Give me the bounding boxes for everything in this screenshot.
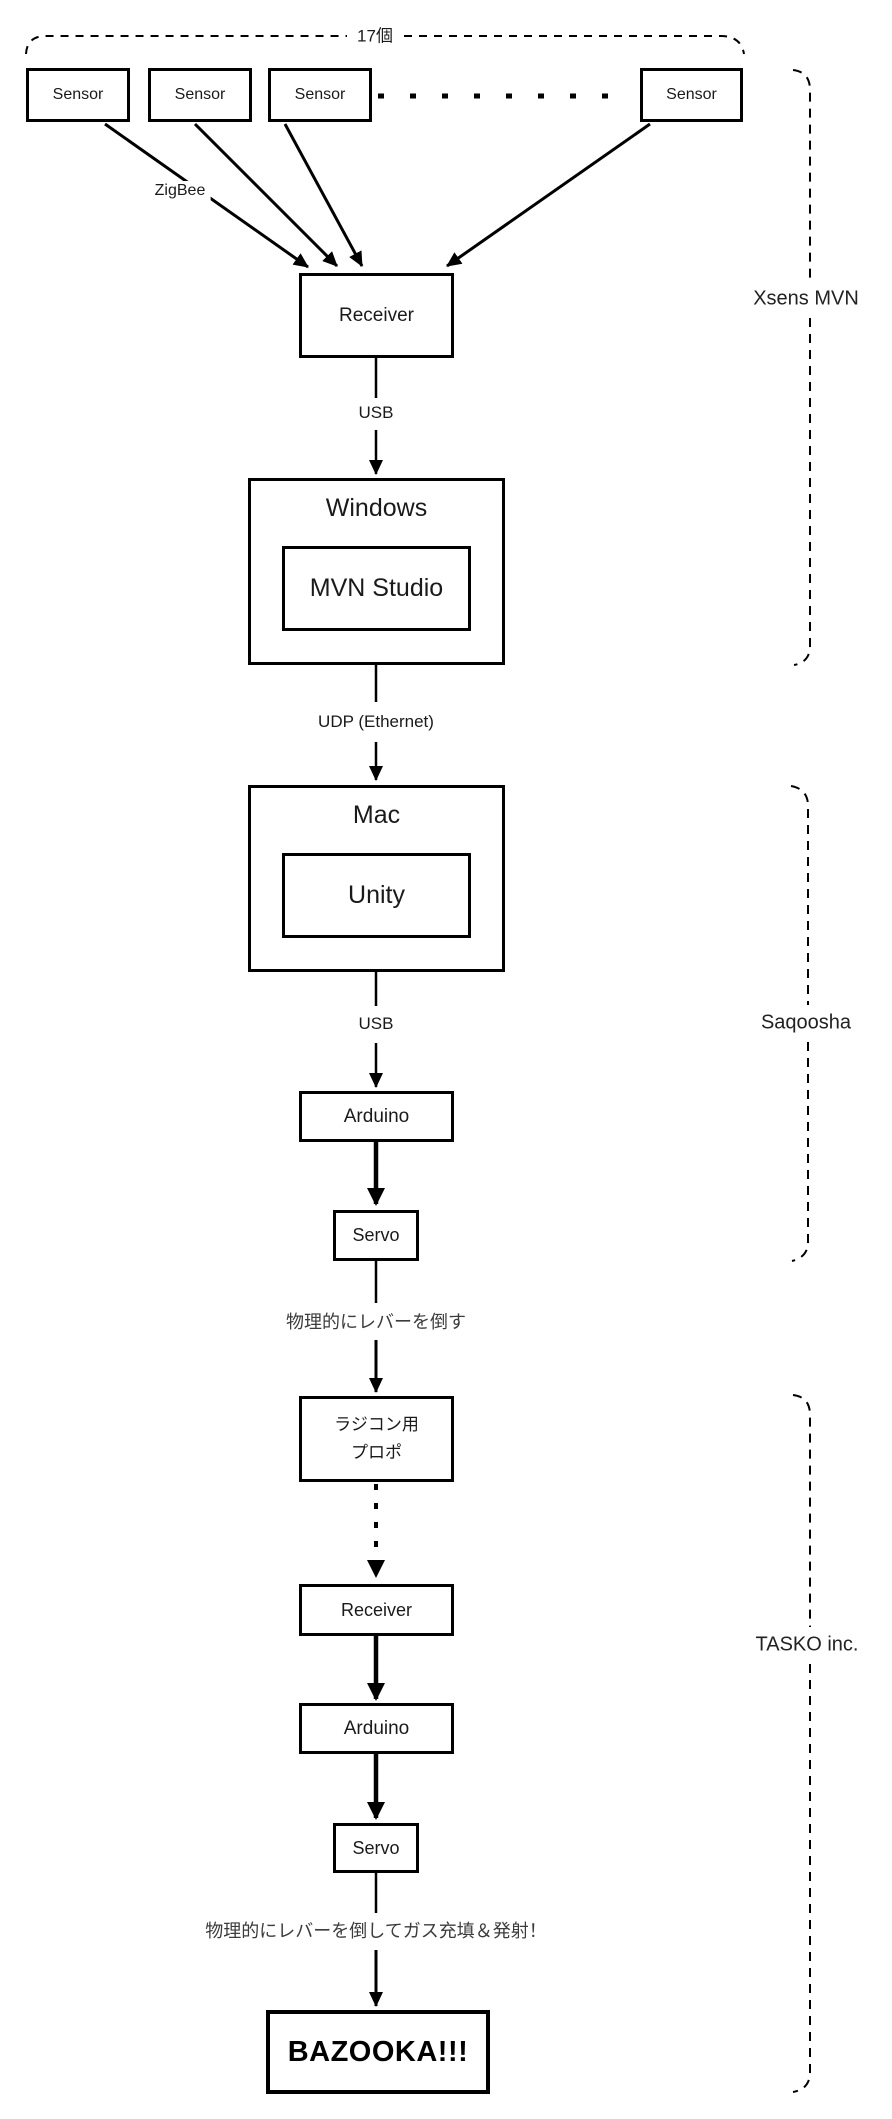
arduino-box-2: Arduino — [299, 1703, 454, 1754]
receiver-box-1: Receiver — [299, 273, 454, 358]
arduino-2-label: Arduino — [343, 1717, 410, 1739]
servo-1-label: Servo — [352, 1225, 400, 1245]
rc-transmitter-label-line1: ラジコン用 — [334, 1414, 419, 1434]
arduino-box-1: Arduino — [299, 1091, 454, 1142]
receiver-1-label: Receiver — [339, 304, 414, 326]
bracket-xsens-mvn — [792, 69, 811, 666]
bracket-tasko — [792, 1394, 811, 2093]
sensor-1-label: Sensor — [52, 86, 104, 103]
servo-2-label: Servo — [352, 1837, 400, 1858]
arrow-sensor3-receiver — [283, 123, 364, 267]
receiver-box-2: Receiver — [299, 1584, 454, 1636]
sensor-2-label: Sensor — [174, 86, 226, 103]
count-bracket — [25, 35, 745, 55]
usb-link-label-1: USB — [353, 402, 399, 424]
bazooka-label: BAZOOKA!!! — [287, 2035, 469, 2068]
usb-link-label-2: USB — [353, 1013, 399, 1035]
lever-action-label-1: 物理的にレバーを倒す — [281, 1307, 471, 1335]
group-label-tasko: TASKO inc. — [751, 1631, 863, 1659]
windows-label: Windows — [325, 494, 428, 522]
rc-transmitter-label-line2: プロポ — [351, 1443, 402, 1462]
sensor-box-1: Sensor — [26, 68, 130, 122]
mvn-studio-label: MVN Studio — [309, 574, 444, 602]
zigbee-link-label: ZigBee — [149, 181, 211, 201]
bazooka-box: BAZOOKA!!! — [266, 2010, 490, 2094]
udp-ethernet-link-label: UDP (Ethernet) — [313, 711, 439, 733]
servo-box-1: Servo — [333, 1210, 419, 1261]
sensor-box-4: Sensor — [640, 68, 743, 122]
receiver-2-label: Receiver — [340, 1599, 413, 1620]
sensor-4-label: Sensor — [666, 86, 717, 103]
mac-label: Mac — [352, 801, 401, 829]
rc-transmitter-box: ラジコン用 プロポ — [299, 1396, 454, 1482]
lever-action-label-2: 物理的にレバーを倒してガス充填＆発射！ — [200, 1916, 552, 1944]
unity-label: Unity — [348, 881, 405, 909]
sensor-box-2: Sensor — [148, 68, 252, 122]
servo-box-2: Servo — [333, 1823, 419, 1873]
arrow-sensor4-receiver — [446, 122, 651, 268]
arrow-sensor2-receiver — [193, 122, 339, 268]
group-label-saqoosha: Saqoosha — [756, 1009, 856, 1037]
unity-box: Unity — [282, 853, 471, 938]
group-label-xsens-mvn: Xsens MVN — [749, 285, 863, 313]
bracket-saqoosha — [790, 785, 809, 1262]
mvn-studio-box: MVN Studio — [282, 546, 471, 631]
sensor-3-label: Sensor — [294, 86, 346, 103]
arduino-1-label: Arduino — [343, 1105, 410, 1127]
sensor-box-3: Sensor — [268, 68, 372, 122]
sensor-count-label: 17個 — [352, 21, 398, 47]
